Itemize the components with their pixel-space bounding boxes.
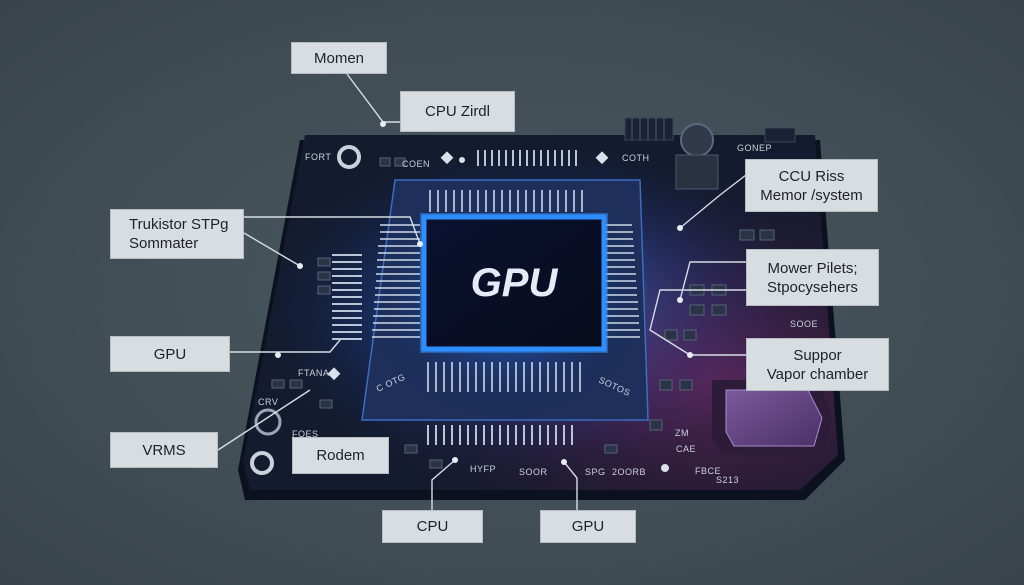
- label-momen: Momen: [291, 42, 387, 74]
- vapor-chamber: [725, 389, 823, 447]
- label-text: GPU: [571, 518, 605, 535]
- board-mark: HYFP: [470, 464, 496, 474]
- label-text: CCU Riss: [778, 167, 845, 185]
- label-suppor: Suppor Vapor chamber: [746, 338, 889, 391]
- board-mark: FORT: [305, 152, 331, 162]
- label-text: Vapor chamber: [766, 365, 869, 383]
- label-text: Momen: [313, 49, 365, 67]
- label-text: VRMS: [142, 441, 186, 459]
- top-pin-strip: [477, 150, 577, 166]
- board-mark: CAE: [676, 444, 696, 454]
- left-pin-strip: [332, 254, 362, 340]
- board-mark: SOOR: [519, 467, 548, 477]
- gpu-chip-label: GPU: [471, 261, 559, 305]
- board-mark: FTANA: [298, 368, 329, 378]
- label-text: CPU: [416, 518, 449, 535]
- label-text: Sommater: [129, 235, 199, 252]
- label-text: Mower Pilets;: [767, 259, 858, 277]
- board-mark: ZM: [675, 428, 689, 438]
- board-mark: 2OORB: [612, 467, 646, 477]
- board-mark: S213: [716, 475, 739, 485]
- label-rodem: Rodem: [292, 437, 389, 474]
- label-trukistor: Trukistor STPg Sommater: [110, 209, 244, 259]
- label-text: GPU: [153, 345, 187, 363]
- board-mark: COTH: [622, 153, 650, 163]
- board-mark: COEN: [402, 159, 430, 169]
- label-text: Stpocysehers: [767, 278, 858, 296]
- label-text: Trukistor STPg: [129, 216, 229, 233]
- label-cpu-zirdl: CPU Zirdl: [400, 91, 515, 132]
- label-text: Suppor: [793, 346, 842, 364]
- gpu-die: [421, 214, 607, 352]
- label-ccu-riss: CCU Riss Memor /system: [745, 159, 878, 212]
- label-gpu-bottom: GPU: [540, 510, 636, 543]
- label-cpu-bottom: CPU: [382, 510, 483, 543]
- mounting-holes: [250, 145, 361, 475]
- left-components: [271, 157, 618, 469]
- label-gpu-left: GPU: [110, 336, 230, 372]
- board-mark: SPG: [585, 467, 606, 477]
- board-mark: GONEP: [737, 143, 772, 153]
- board-mark: FBCE: [695, 466, 721, 476]
- leader-dots: [275, 121, 693, 465]
- label-text: Rodem: [316, 447, 365, 464]
- label-text: CPU Zirdl: [424, 103, 490, 120]
- label-vrms: VRMS: [110, 432, 218, 468]
- label-mower-pilets: Mower Pilets; Stpocysehers: [746, 249, 879, 306]
- bottom-pin-strip: [427, 425, 573, 445]
- label-text: Memor /system: [760, 186, 863, 204]
- corner-connector: [764, 127, 796, 143]
- board-mark: FOES: [292, 429, 319, 439]
- top-connector: [624, 117, 674, 141]
- board-mark: CRV: [258, 397, 278, 407]
- board-mark: SOOE: [790, 319, 818, 329]
- fan-header: [675, 123, 719, 190]
- chip-pins: [372, 190, 640, 392]
- leader-lines: [217, 73, 747, 514]
